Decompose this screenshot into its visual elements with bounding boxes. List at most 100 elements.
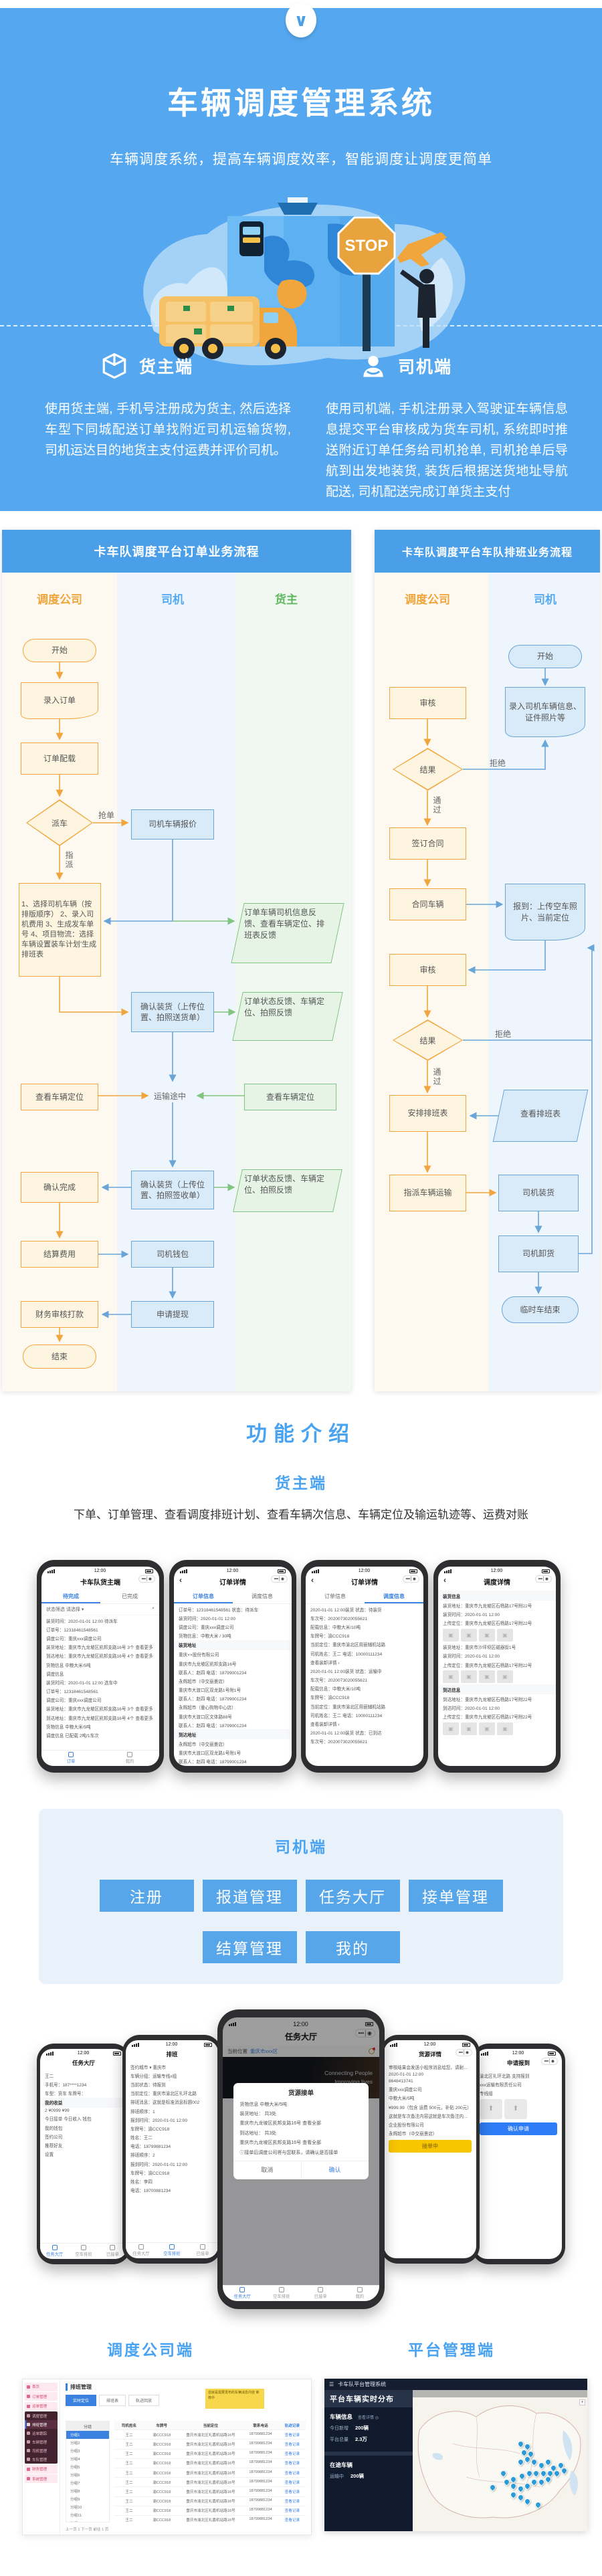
mini-program-capsule[interactable]: •••│◉ (540, 2058, 558, 2065)
driver-feature-button[interactable]: 报道管理 (202, 1880, 297, 1912)
vehicle-pin-icon[interactable] (518, 2472, 527, 2481)
back-icon[interactable]: ‹ (311, 1575, 314, 1585)
vehicle-pin-icon[interactable] (524, 2469, 534, 2478)
driver-feature-button[interactable]: 我的 (305, 1931, 400, 1963)
tabbar-item[interactable]: 任务大厅 (223, 2287, 262, 2299)
phone-tab[interactable]: 调度信息 (365, 1590, 423, 1603)
tabbar-item[interactable]: 空车排班 (157, 2244, 187, 2256)
sidebar-item[interactable]: 司机管理 (25, 2446, 58, 2455)
menu-icon[interactable]: ☰ (329, 2381, 334, 2387)
tabbar-item[interactable]: 任务大厅 (126, 2244, 157, 2256)
mini-program-capsule[interactable]: •••│◉ (534, 1575, 552, 1583)
mini-program-capsule[interactable]: •••│◉ (270, 1575, 288, 1583)
phone-tabbar[interactable]: 任务大厅空车排班已接单 (126, 2242, 218, 2258)
confirm-button[interactable]: 确认 (300, 2161, 369, 2178)
admin-tab[interactable]: 轨迹回放 (128, 2395, 160, 2406)
order-detail-tabs[interactable]: 订单信息 调度信息 (174, 1590, 292, 1604)
tabbar-item[interactable]: 订单 (41, 1752, 100, 1764)
phone-tabbar[interactable]: 任务大厅空车排班已接单 (40, 2243, 127, 2259)
order-detail-tabs[interactable]: 订单信息 调度信息 (306, 1590, 423, 1604)
vehicle-pin-icon[interactable] (523, 2482, 532, 2491)
sidebar-item[interactable]: 车队管理 (25, 2455, 58, 2464)
admin-tab[interactable]: 排班表 (99, 2395, 126, 2406)
bell-icon[interactable] (369, 2048, 375, 2054)
tabbar-item[interactable]: 任务大厅 (40, 2245, 69, 2257)
group-item[interactable]: 分组2 (70, 2442, 80, 2446)
back-icon[interactable]: ‹ (443, 1575, 446, 1585)
tabbar-item[interactable]: 已接单 (301, 2287, 340, 2299)
phone-tabbar[interactable]: 任务大厅空车排班已接单我的 (223, 2285, 379, 2301)
vehicle-pin-icon[interactable] (516, 2440, 525, 2448)
vehicle-pin-icon[interactable] (532, 2469, 540, 2478)
vehicle-pin-icon[interactable] (498, 2469, 508, 2478)
tabbar-item[interactable]: 已接单 (187, 2244, 218, 2256)
vehicle-pin-icon[interactable] (533, 2500, 542, 2509)
mini-program-capsule[interactable]: •••│◉ (455, 2049, 472, 2056)
sidebar-item[interactable]: 运单管理 (25, 2401, 58, 2411)
admin-tab[interactable]: 实时定位 (66, 2395, 97, 2406)
group-item[interactable]: 分组12 (66, 2519, 109, 2522)
driver-feature-button[interactable]: 接单管理 (408, 1880, 503, 1912)
vehicle-pin-icon[interactable] (530, 2478, 539, 2486)
sidebar-item[interactable]: 运单跟踪 (25, 2429, 58, 2438)
action-button[interactable]: 接单中 (389, 2139, 472, 2153)
phone-tab[interactable]: 待完成 (41, 1590, 100, 1603)
tabbar-item[interactable]: 我的 (340, 2287, 380, 2299)
phone-tabbar[interactable]: 订单我的 (41, 1750, 159, 1766)
vehicle-pin-icon[interactable] (509, 2482, 518, 2491)
group-item[interactable]: 分组1 (66, 2431, 109, 2439)
sidebar-item[interactable]: 财务管理 (25, 2464, 58, 2474)
group-item[interactable]: 分组5 (70, 2466, 80, 2470)
group-item[interactable]: 分组11 (70, 2514, 82, 2518)
mini-program-capsule[interactable]: •••│◉ (138, 1575, 155, 1583)
mini-program-capsule[interactable]: •••│◉ (402, 1575, 419, 1583)
vehicle-pin-icon[interactable] (553, 2469, 562, 2478)
vehicle-pin-icon[interactable] (509, 2490, 518, 2499)
group-item[interactable]: 分组6 (70, 2474, 80, 2478)
driver-feature-button[interactable]: 注册 (99, 1880, 194, 1912)
back-icon[interactable]: ‹ (179, 1575, 182, 1585)
group-item[interactable]: 分组8 (70, 2490, 80, 2494)
action-button[interactable]: 确认申请 (480, 2122, 557, 2135)
order-status-tabs[interactable]: 待完成 已完成 (41, 1590, 159, 1604)
vehicle-pin-icon[interactable] (530, 2458, 539, 2467)
tabbar-item[interactable]: 空车排班 (69, 2245, 98, 2257)
group-item[interactable]: 分组3 (70, 2450, 80, 2454)
view-detail-link[interactable]: 查看详情 ◎ (358, 2416, 379, 2420)
vehicle-pin-icon[interactable] (516, 2493, 525, 2502)
chevron-down-icon[interactable]: ∨ (286, 3, 316, 37)
group-list[interactable]: 分组1分组2分组3分组4分组5分组6分组7分组8分组9分组10分组11分组12分… (66, 2431, 109, 2522)
phone-tab[interactable]: 订单信息 (174, 1590, 233, 1603)
sidebar-item[interactable]: 系统管理 (25, 2474, 58, 2483)
tabbar-item[interactable]: 空车排班 (262, 2287, 302, 2299)
phone-tab[interactable]: 调度信息 (252, 1593, 273, 1599)
vehicle-pin-icon[interactable] (488, 2483, 497, 2492)
cancel-button[interactable]: 取消 (261, 2166, 274, 2173)
china-map[interactable]: + (413, 2390, 587, 2531)
sidebar-item[interactable]: 车辆管理 (25, 2438, 58, 2446)
driver-feature-button[interactable]: 任务大厅 (305, 1880, 400, 1912)
current-location-bar[interactable]: 当前位置重庆市xxx区 (223, 2046, 379, 2057)
vehicle-pin-icon[interactable] (523, 2497, 532, 2506)
mini-program-capsule[interactable]: •••│◉ (355, 2029, 375, 2038)
sidebar-item[interactable]: 排班管理 (25, 2420, 58, 2429)
tabbar-item[interactable]: 已接单 (98, 2245, 127, 2257)
group-item[interactable]: 分组7 (70, 2482, 80, 2486)
phone-tab[interactable]: 已完成 (122, 1593, 138, 1599)
phone-tab[interactable]: 订单信息 (324, 1593, 346, 1599)
filter-row[interactable]: 状态筛选 请选择 ▾⌕ (41, 1604, 159, 1615)
admin-sidebar[interactable]: 首页订单管理运单管理调度管理排班管理运单跟踪车辆管理司机管理车队管理财务管理系统… (23, 2379, 60, 2535)
group-item[interactable]: 分组10 (70, 2506, 82, 2510)
map-zoom-control[interactable]: + (579, 2399, 585, 2405)
sidebar-item[interactable]: 调度管理 (25, 2411, 58, 2420)
sidebar-item[interactable]: 首页 (25, 2382, 58, 2391)
